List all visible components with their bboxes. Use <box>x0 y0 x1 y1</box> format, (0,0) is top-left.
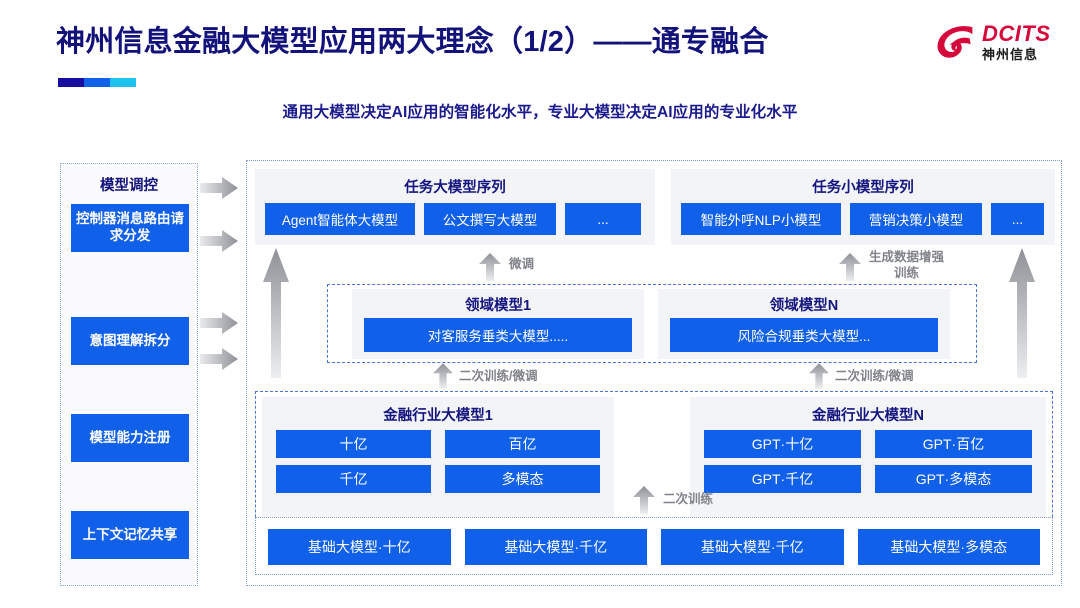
chip-marketing-decision-model[interactable]: 营销决策小模型 <box>850 203 982 235</box>
flow-label-retrain-finetune-right: 二次训练/微调 <box>835 369 914 383</box>
flow-arrow-right-1-icon <box>200 177 238 199</box>
slide-subtitle: 通用大模型决定AI应用的智能化水平，专业大模型决定AI应用的专业化水平 <box>282 104 798 121</box>
base-models-row: 基础大模型·十亿 基础大模型·千亿 基础大模型·千亿 基础大模型·多模态 <box>256 518 1052 576</box>
flow-label-finetune: 微调 <box>509 257 535 271</box>
task-small-chip-row: 智能外呼NLP小模型 营销决策小模型 ... <box>671 197 1055 244</box>
logo-en-label: DCITS <box>982 21 1051 46</box>
accent-bar <box>58 78 136 87</box>
domain-model-n-chip[interactable]: 风险合规垂类大模型... <box>670 318 938 352</box>
panel-task-large-title: 任务大模型序列 <box>404 180 506 196</box>
flow-arrow-up-retrain-left-icon <box>433 363 453 389</box>
finance-1-chip-3[interactable]: 千亿 <box>276 465 431 493</box>
panel-task-small-title: 任务小模型序列 <box>812 180 914 196</box>
base-models-band: 基础大模型·十亿 基础大模型·千亿 基础大模型·千亿 基础大模型·多模态 <box>255 517 1053 575</box>
base-chip-3[interactable]: 基础大模型·千亿 <box>661 529 844 565</box>
control-item-intent[interactable]: 意图理解拆分 <box>71 317 189 365</box>
finance-n-chip-3[interactable]: GPT·千亿 <box>704 465 861 493</box>
page-title: 神州信息金融大模型应用两大理念（1/2）——通专融合 <box>56 26 769 58</box>
logo-cn-label: 神州信息 <box>982 47 1039 62</box>
base-chip-4[interactable]: 基础大模型·多模态 <box>857 529 1040 565</box>
domain-model-1: 领域模型1 对客服务垂类大模型..... <box>352 289 644 359</box>
domain-model-n: 领域模型N 风险合规垂类大模型... <box>658 289 950 359</box>
flow-label-retrain-finetune-left: 二次训练/微调 <box>459 369 538 383</box>
control-item-context[interactable]: 上下文记忆共享 <box>71 511 189 559</box>
logo-text: DCITS 神州信息 <box>982 21 1051 62</box>
finance-n-chip-4[interactable]: GPT·多模态 <box>875 465 1032 493</box>
control-column: 模型调控 控制器消息路由请求分发 意图理解拆分 模型能力注册 上下文记忆共享 <box>60 163 198 586</box>
accent-segment-1 <box>58 78 84 87</box>
control-column-title: 模型调控 <box>100 178 158 194</box>
flow-label-data-augment: 生成数据增强 训练 <box>869 250 945 280</box>
flow-arrow-up-right-tall-icon <box>1009 248 1035 378</box>
chip-doc-writing-model[interactable]: 公文撰写大模型 <box>424 203 556 235</box>
chip-task-small-more[interactable]: ... <box>991 203 1044 235</box>
chip-nlp-outbound-model[interactable]: 智能外呼NLP小模型 <box>681 203 841 235</box>
architecture-container: 任务大模型序列 Agent智能体大模型 公文撰写大模型 ... 任务小模型序列 … <box>246 160 1062 586</box>
control-item-router[interactable]: 控制器消息路由请求分发 <box>71 204 189 252</box>
base-chip-2[interactable]: 基础大模型·千亿 <box>464 529 647 565</box>
finance-n-chip-1[interactable]: GPT·十亿 <box>704 430 861 458</box>
flow-arrow-right-3-icon <box>200 312 238 334</box>
flow-arrow-up-left-tall-icon <box>263 248 289 378</box>
accent-segment-3 <box>110 78 136 87</box>
panel-task-small-models: 任务小模型序列 智能外呼NLP小模型 营销决策小模型 ... <box>671 169 1055 245</box>
domain-model-n-title: 领域模型N <box>769 298 839 314</box>
flow-arrow-up-retrain-icon <box>633 486 655 514</box>
control-item-registry[interactable]: 模型能力注册 <box>71 414 189 462</box>
dcits-logo: DCITS 神州信息 <box>934 14 1062 70</box>
finance-model-1-grid: 十亿 百亿 千亿 多模态 <box>262 425 614 493</box>
finance-1-chip-2[interactable]: 百亿 <box>445 430 600 458</box>
flow-arrow-up-data-augment-icon <box>839 253 861 281</box>
chip-task-large-more[interactable]: ... <box>565 203 641 235</box>
finance-model-n-grid: GPT·十亿 GPT·百亿 GPT·千亿 GPT·多模态 <box>690 425 1046 493</box>
panel-task-large-models: 任务大模型序列 Agent智能体大模型 公文撰写大模型 ... <box>255 169 655 245</box>
domain-model-1-chip[interactable]: 对客服务垂类大模型..... <box>364 318 632 352</box>
finance-model-1-title: 金融行业大模型1 <box>383 408 493 424</box>
domain-model-1-title: 领域模型1 <box>464 298 532 314</box>
finance-model-n-title: 金融行业大模型N <box>812 408 924 424</box>
dcits-logo-mark-icon <box>937 26 973 58</box>
base-chip-1[interactable]: 基础大模型·十亿 <box>268 529 451 565</box>
chip-agent-model[interactable]: Agent智能体大模型 <box>265 203 415 235</box>
finance-1-chip-1[interactable]: 十亿 <box>276 430 431 458</box>
task-large-chip-row: Agent智能体大模型 公文撰写大模型 ... <box>255 197 655 244</box>
accent-segment-2 <box>84 78 110 87</box>
domain-models-band: 领域模型1 对客服务垂类大模型..... 领域模型N 风险合规垂类大模型... <box>327 284 977 363</box>
flow-arrow-right-4-icon <box>200 348 238 370</box>
finance-n-chip-2[interactable]: GPT·百亿 <box>875 430 1032 458</box>
flow-label-retrain: 二次训练 <box>663 492 714 506</box>
flow-arrow-up-finetune-icon <box>479 253 501 281</box>
flow-arrow-up-retrain-right-icon <box>809 363 829 389</box>
flow-arrow-right-2-icon <box>200 230 238 252</box>
finance-1-chip-4[interactable]: 多模态 <box>445 465 600 493</box>
